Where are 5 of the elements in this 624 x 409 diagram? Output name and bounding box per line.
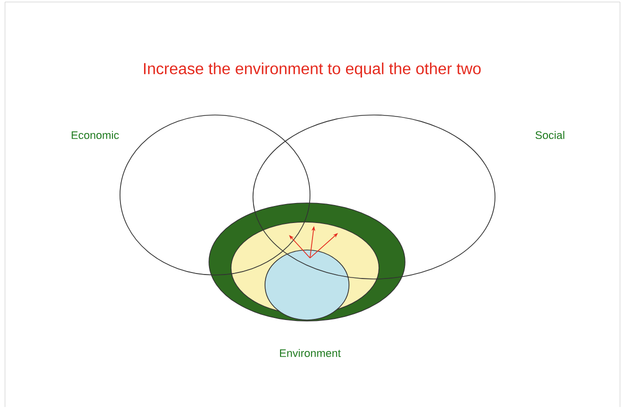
ellipse-label: Environment bbox=[280, 348, 341, 358]
ellipse-label: Economic bbox=[72, 130, 119, 140]
filled-ellipse bbox=[264, 250, 350, 320]
ellipse-label: Social bbox=[536, 130, 564, 140]
title: Increase the environment to equal the other two bbox=[144, 62, 481, 78]
